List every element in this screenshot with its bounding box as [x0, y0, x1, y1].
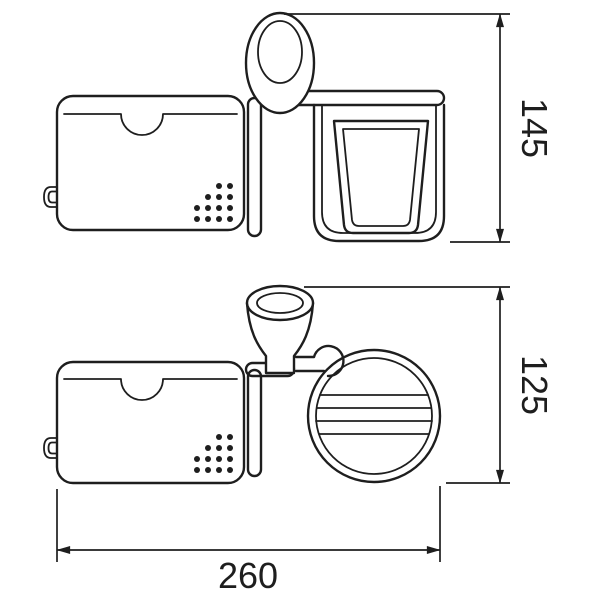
dimension-height-bottom: 125	[304, 286, 555, 484]
paper-holder	[43, 94, 246, 232]
dimension-label-height-bottom: 125	[514, 355, 555, 415]
paper-holder-bottom	[43, 360, 246, 485]
paper-holder-lid-bottom	[63, 378, 238, 401]
soap-dish-outer-ring	[306, 348, 442, 484]
perforation-dots	[194, 183, 233, 222]
goblet-rim-inner	[256, 292, 304, 314]
top-view	[43, 11, 446, 243]
wall-hook	[43, 186, 58, 208]
paper-holder-body	[55, 94, 246, 232]
goblet-rim-outer	[245, 284, 315, 322]
dimension-label-height-top: 145	[514, 98, 555, 158]
mounting-goblet	[245, 284, 315, 375]
cup-rim	[257, 20, 303, 84]
perforation-dots-bottom	[194, 434, 233, 473]
tumbler-outer	[332, 119, 430, 235]
tumbler-inner	[342, 128, 420, 227]
mounting-post	[246, 96, 263, 238]
tumbler-holder-basket	[312, 103, 446, 243]
wall-hook-bottom	[43, 437, 58, 459]
bottom-view	[43, 284, 442, 485]
dimension-label-width: 260	[218, 555, 278, 596]
paper-holder-lid	[63, 113, 238, 136]
paper-holder-body-bottom	[55, 360, 246, 485]
basket-outer-wire	[312, 103, 446, 243]
soap-dish-inner-ring	[315, 357, 433, 475]
mounting-cup	[244, 11, 316, 115]
soap-dish-arm-curl	[294, 344, 345, 378]
dimension-height-top: 145	[284, 13, 555, 243]
cup-outer	[244, 11, 316, 115]
mounting-post-bottom	[246, 368, 263, 478]
dimension-width: 260	[56, 486, 441, 596]
soap-dish-grill	[315, 394, 433, 435]
soap-dish	[294, 344, 442, 484]
